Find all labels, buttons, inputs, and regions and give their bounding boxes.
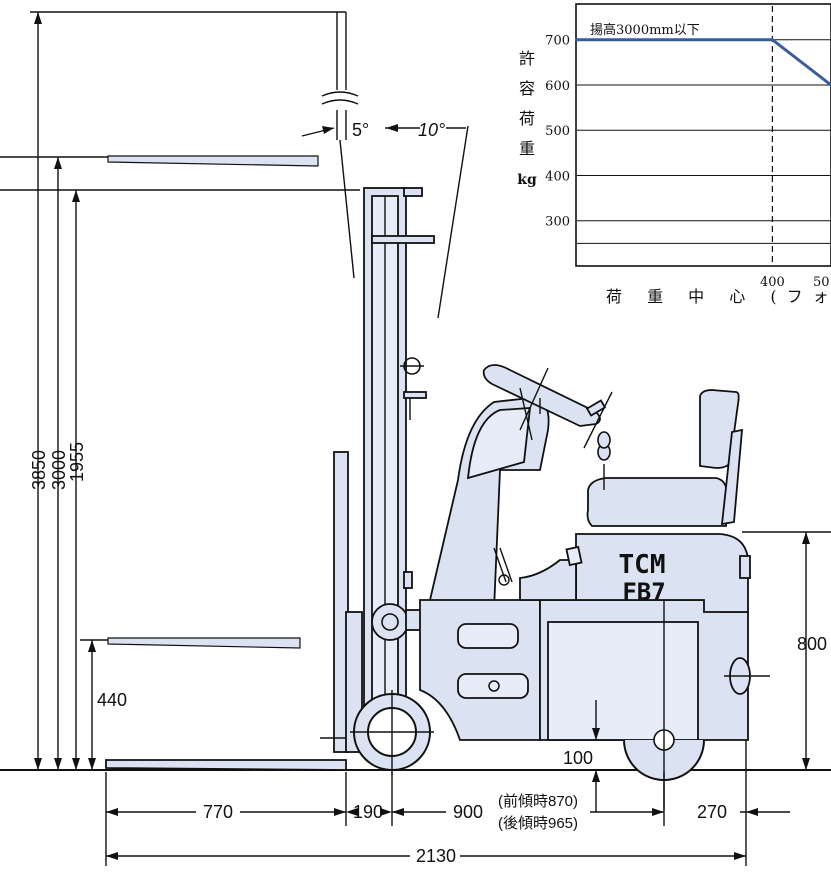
chart-y-ticks: 700 600 500 400 300 — [545, 34, 570, 230]
chart-y-label-char: 許 — [519, 49, 535, 68]
chart-y-tick-label: 400 — [545, 169, 570, 184]
steering-wheel — [482, 364, 613, 449]
chart-x-tick-label: 400 — [760, 275, 785, 290]
mast — [363, 187, 435, 737]
chart-x-label: 荷 重 中 心 (フォーク — [606, 287, 831, 306]
seat-height-label: 800 — [797, 634, 827, 654]
rear-overhang-label: 270 — [697, 802, 727, 822]
fork-height-label: 440 — [97, 690, 127, 710]
seat-height-dimension — [742, 531, 831, 770]
brand-label: TCM — [619, 550, 666, 580]
chart-y-tick-label: 700 — [545, 34, 570, 49]
chart-points — [575, 38, 831, 87]
chart-point — [770, 38, 774, 42]
fork-length-label: 770 — [203, 802, 233, 822]
clearance-label: 100 — [563, 748, 593, 768]
wheelbase-backward-tilt: (後傾時965) — [498, 815, 578, 832]
wheelbase-label: 900 — [453, 802, 483, 822]
chart-y-label-char: 容 — [519, 79, 535, 98]
tilt-angle-lines — [301, 124, 469, 319]
height-dimension-lines — [0, 11, 360, 770]
raised-forks — [107, 155, 319, 649]
wheelbase-forward-tilt: (前傾時870) — [498, 793, 578, 810]
chart-y-label-char: 荷 — [519, 109, 535, 128]
chart-title: 揚高3000mm以下 — [590, 22, 700, 38]
chart-frame — [575, 3, 831, 267]
model-label: FB7 — [622, 578, 665, 606]
chart-y-tick-label: 300 — [545, 215, 570, 230]
front-overhang-label: 190 — [353, 802, 383, 822]
backward-tilt-angle: 10° — [418, 120, 445, 140]
front-wheel — [350, 690, 434, 775]
mast-height-label: 3850 — [29, 450, 49, 490]
chart-x-tick-label: 50 — [813, 275, 830, 290]
raised-height-label: 3000 — [49, 450, 69, 490]
forward-tilt-angle: 5° — [352, 120, 369, 140]
chart-y-label-char: 重 — [519, 139, 535, 158]
rear-wheel — [623, 600, 705, 810]
length-dimension-lines — [105, 740, 790, 866]
chassis — [419, 389, 770, 741]
lowered-height-label: 1955 — [67, 442, 87, 482]
chart-y-tick-label: 500 — [545, 124, 570, 139]
chart-gridlines — [577, 39, 831, 244]
chart-x-ticks: 400 50 — [760, 275, 830, 290]
chart-y-tick-label: 600 — [545, 79, 570, 94]
mast-break — [321, 12, 359, 140]
overall-length-label: 2130 — [416, 846, 456, 866]
chart-y-label-char: kg — [517, 172, 537, 188]
clearance-dimension — [592, 700, 600, 812]
chart-point — [575, 38, 579, 42]
